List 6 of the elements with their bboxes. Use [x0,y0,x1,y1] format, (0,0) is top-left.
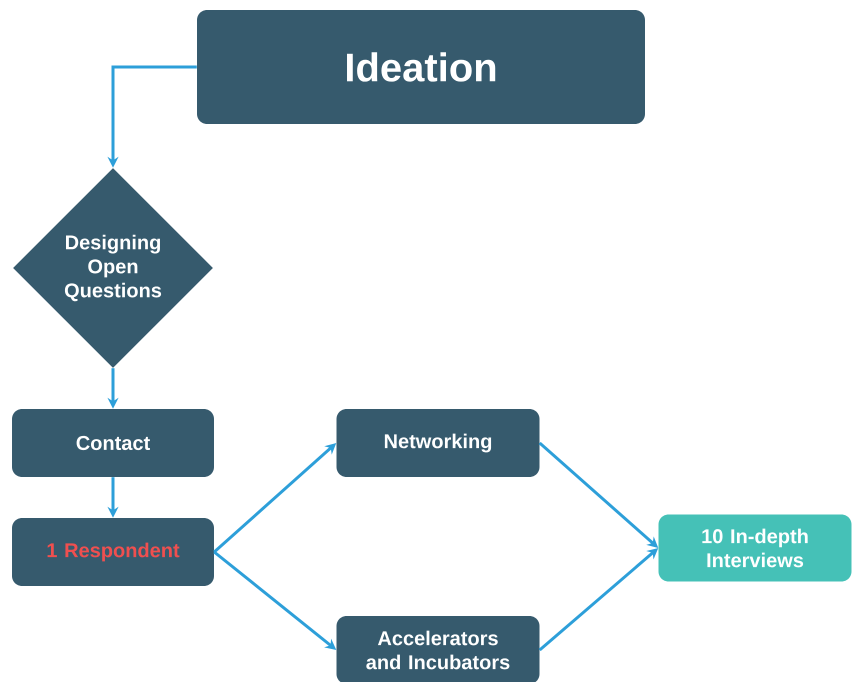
process-box: Accelerators and Incubators [336,616,540,682]
title-box: Ideation [197,10,645,124]
process-box: 1 Respondent [12,518,214,586]
result-box: 10 In-depth Interviews [658,514,852,582]
process-box: Networking [336,409,540,477]
process-box: Contact [12,409,214,477]
